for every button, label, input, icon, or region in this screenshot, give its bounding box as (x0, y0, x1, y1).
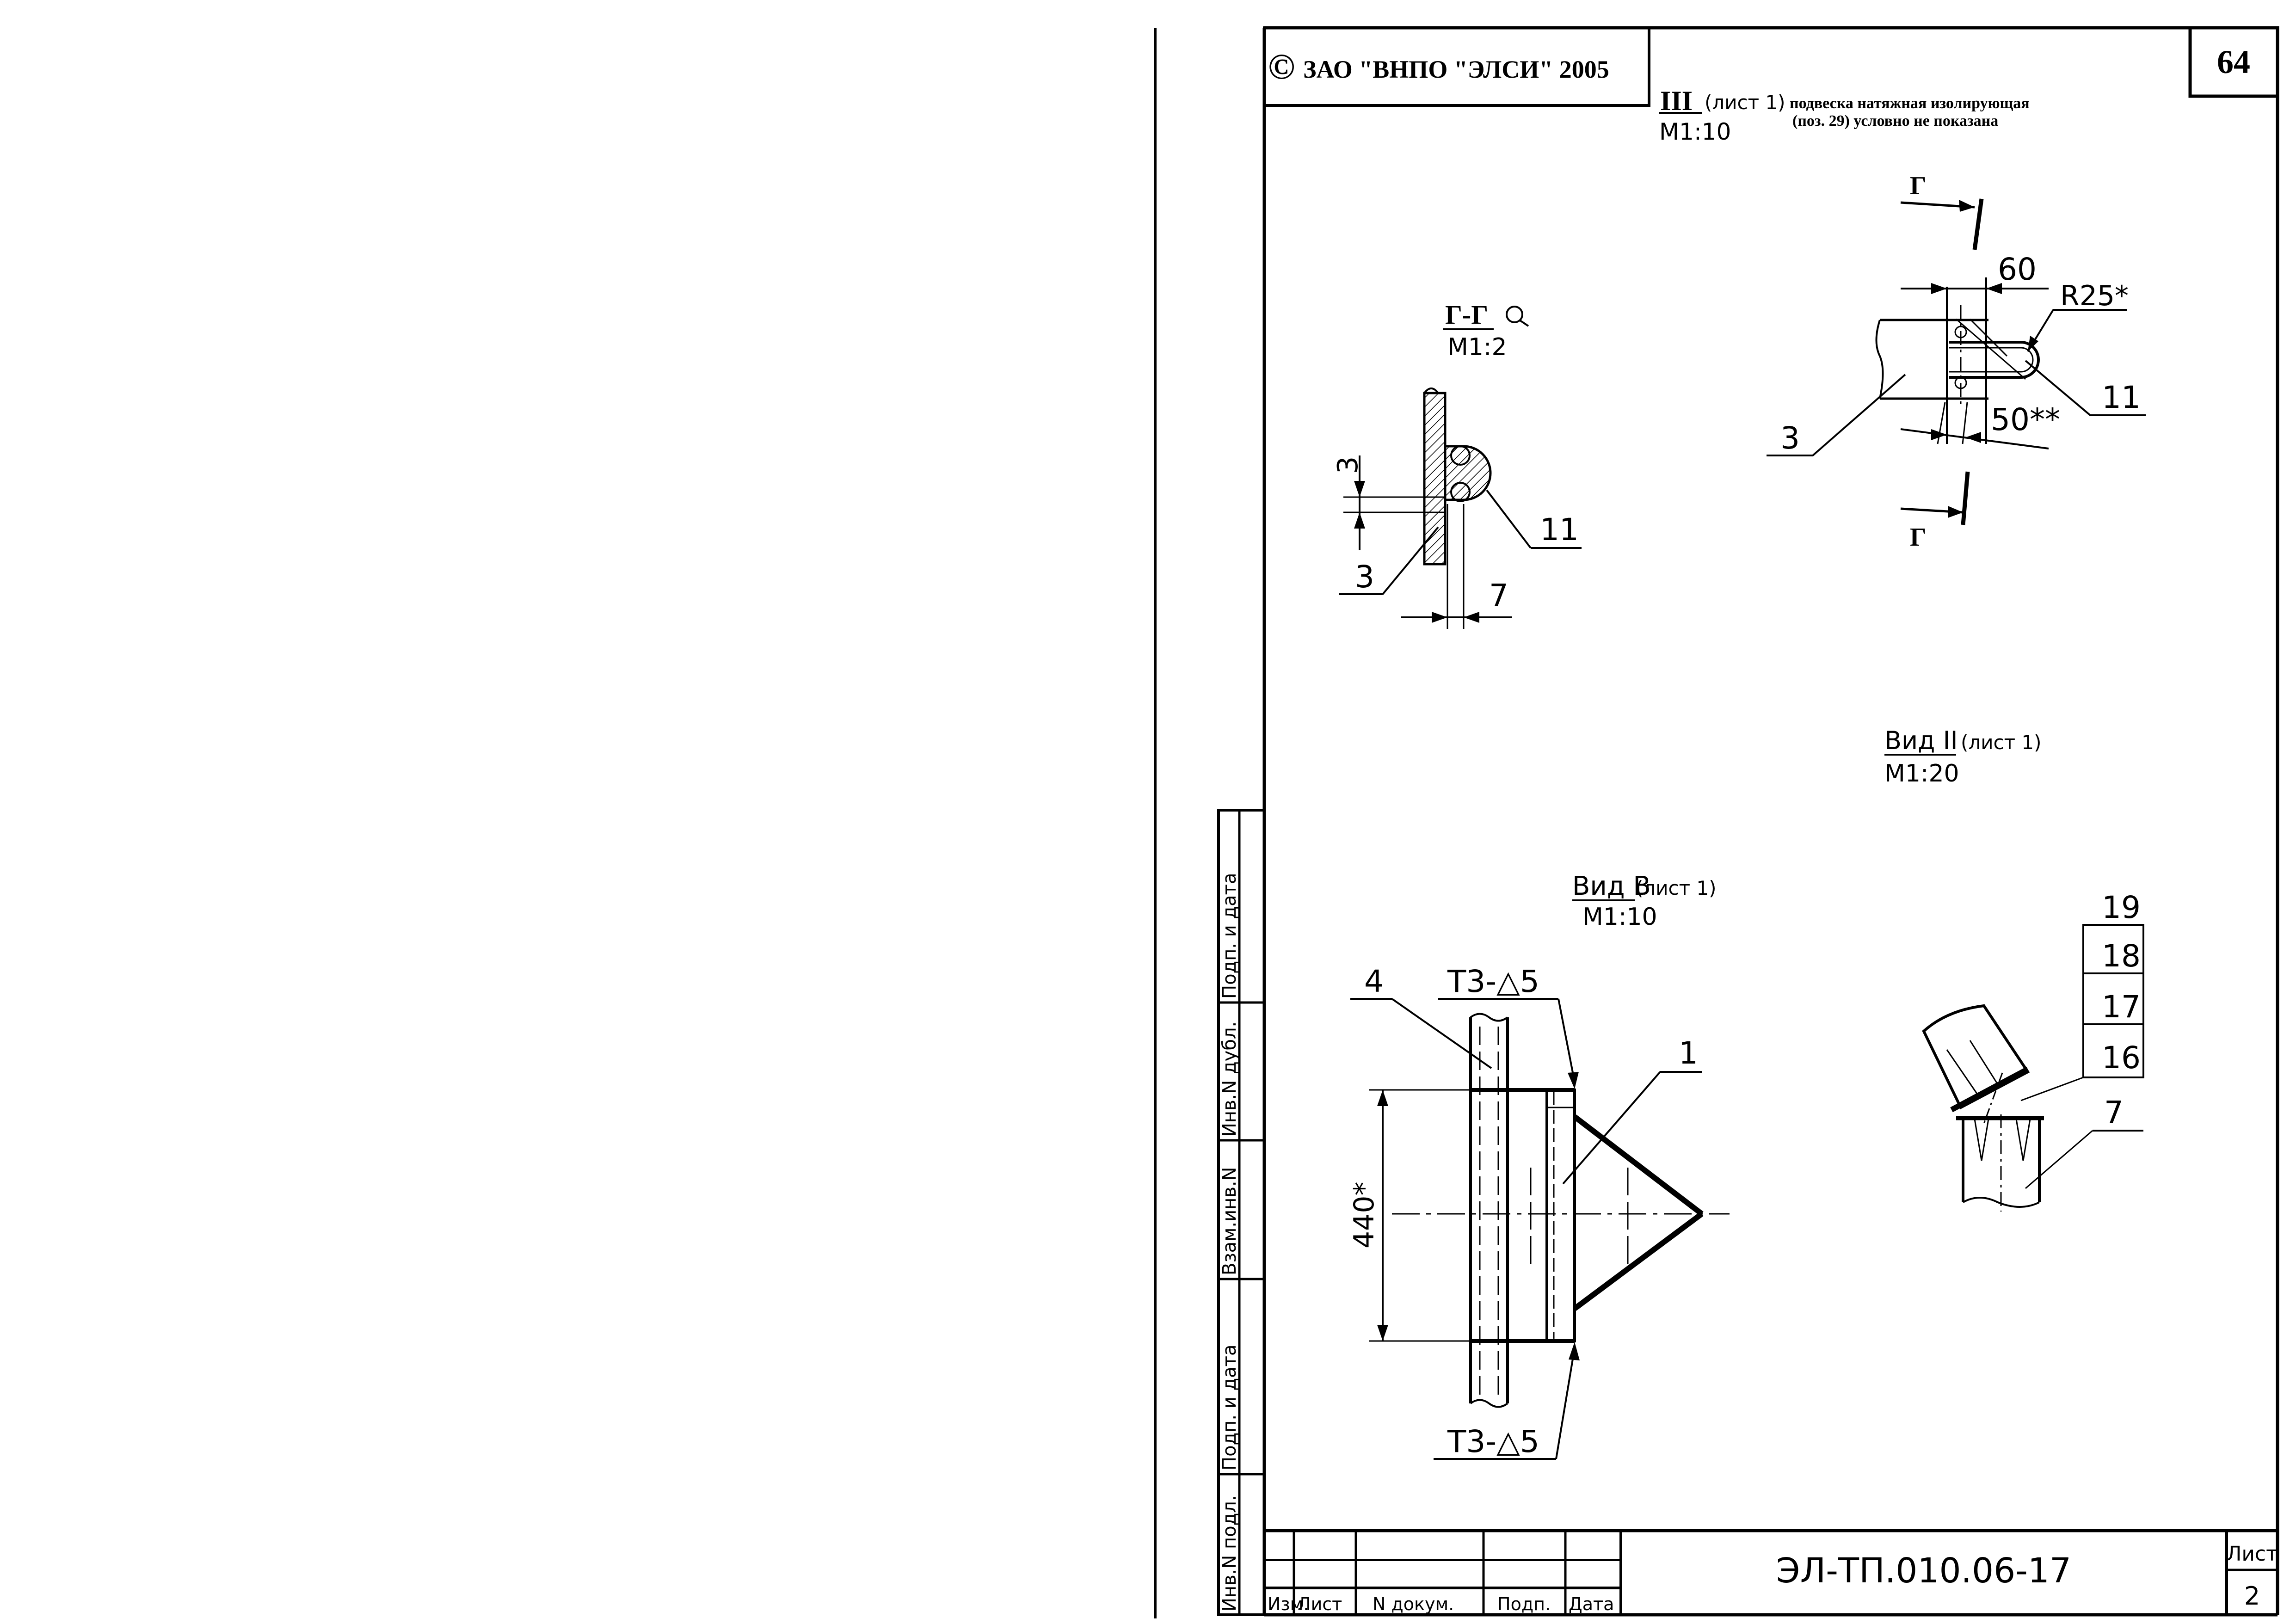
detail-iii-note-2: (поз. 29) условно не показана (1792, 112, 1998, 129)
stamp-vzam-inv: Взам.инв.N (1219, 1167, 1240, 1275)
view-v-sheet-ref: (лист 1) (1636, 877, 1717, 899)
view-v-scale: М1:10 (1582, 903, 1657, 931)
section-gg-drawing: 3 7 3 11 (1332, 388, 1582, 629)
view-ii-sheet-ref: (лист 1) (1961, 731, 2042, 754)
detail-iii-drawing: Г Г 60 R25* (1767, 172, 2146, 552)
view-v-heading: Вид В (лист 1) М1:10 (1572, 871, 1717, 931)
detail-iii-sheet-ref: (лист 1) (1705, 91, 1785, 114)
section-gg-label: Г-Г (1445, 300, 1488, 330)
callout-7: 7 (2104, 1095, 2124, 1130)
dim-r25: R25* (2060, 280, 2129, 312)
stamp-sign-date-1: Подп. и дата (1219, 873, 1240, 999)
callout-17: 17 (2102, 989, 2141, 1025)
callout-16: 16 (2102, 1040, 2141, 1076)
copyright-box: © ЗАО "ВНПО "ЭЛСИ" 2005 (1263, 26, 1650, 107)
callout-3-gg: 3 (1355, 559, 1374, 595)
sheet-label: Лист (2226, 1542, 2278, 1566)
detail-iii-note-1: подвеска натяжная изолирующая (1790, 95, 2030, 112)
detail-iii-scale: М1:10 (1659, 118, 1731, 145)
view-v-drawing: 440* 4 Т3-△5 1 Т3-△5 (1348, 964, 1730, 1460)
section-gg-heading: Г-Г М1:2 (1443, 300, 1529, 361)
callout-4: 4 (1364, 964, 1384, 999)
dim-440: 440* (1348, 1181, 1380, 1249)
rotated-icon (1506, 306, 1523, 323)
callout-19: 19 (2102, 890, 2141, 925)
sheet-number: 2 (2244, 1581, 2260, 1611)
dim-50: 50** (1991, 402, 2060, 437)
section-gg-scale: М1:2 (1447, 333, 1507, 361)
detail-iii-label: III (1660, 86, 1693, 116)
company-name: ЗАО "ВНПО "ЭЛСИ" 2005 (1303, 55, 1609, 83)
stamp-sign-date-2: Подп. и дата (1219, 1345, 1240, 1470)
view-ii-label: Вид II (1884, 726, 1958, 755)
cut-mark-bottom: Г (1910, 523, 1927, 552)
view-v-label: Вид В (1572, 871, 1651, 901)
detail-iii-heading: III (лист 1) М1:10 подвеска натяжная изо… (1659, 86, 2030, 145)
dim-7: 7 (1489, 578, 1508, 613)
col-doc-number: N докум. (1373, 1594, 1454, 1614)
callout-1: 1 (1679, 1035, 1698, 1071)
callout-3-iii: 3 (1780, 420, 1800, 456)
callout-11-iii: 11 (2102, 380, 2141, 415)
stamp-inv-dubl: Инв.N дубл. (1219, 1021, 1240, 1137)
view-ii-heading: Вид II (лист 1) М1:20 (1884, 726, 2042, 787)
page-number: 64 (2217, 43, 2250, 80)
callout-11-gg: 11 (1540, 512, 1579, 547)
callout-18: 18 (2102, 938, 2141, 974)
cut-mark-top: Г (1910, 172, 1927, 200)
stamp-inv-podl: Инв.N подл. (1219, 1495, 1240, 1612)
designation: ЭЛ-ТП.010.06-17 (1776, 1551, 2071, 1591)
copyright-symbol: © (1268, 46, 1295, 86)
title-block: Изм. Лист N докум. Подп. Дата ЭЛ-ТП.010.… (1264, 1529, 2278, 1615)
weld-top: Т3-△5 (1447, 964, 1539, 999)
col-izm: Изм. (1268, 1594, 1309, 1614)
weld-bottom: Т3-△5 (1447, 1424, 1539, 1459)
col-list: Лист (1298, 1594, 1342, 1614)
view-ii-scale: М1:20 (1884, 760, 1959, 787)
col-date: Дата (1569, 1594, 1614, 1614)
col-sign: Подп. (1497, 1594, 1551, 1614)
view-ii-drawing: 19 18 17 16 7 (1922, 890, 2144, 1212)
side-stamp: Подп. и дата Инв.N дубл. Взам.инв.N Подп… (1217, 809, 1266, 1616)
dim-60: 60 (1998, 252, 2037, 287)
dim-3-top: 3 (1332, 456, 1364, 474)
drawing-frame (1262, 26, 2279, 1617)
page-number-box: 64 (2188, 26, 2279, 98)
